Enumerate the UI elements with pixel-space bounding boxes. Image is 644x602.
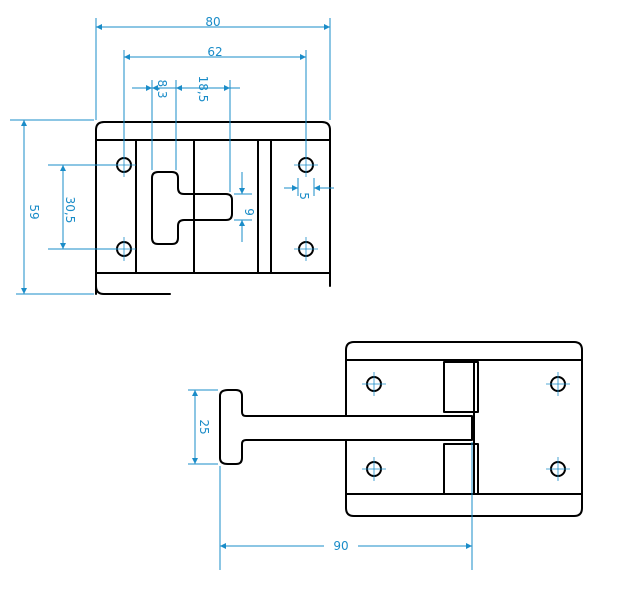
side-view: 25 90	[188, 341, 583, 570]
mounting-hole-icon	[546, 457, 570, 481]
dim-label-handle-height: 25	[197, 419, 211, 434]
dim-label-slot-width: 18,5	[196, 76, 210, 103]
mounting-hole-icon	[294, 237, 318, 261]
catch-outline	[345, 341, 583, 517]
mounting-hole-icon	[362, 457, 386, 481]
dim-label-overall-width: 80	[205, 15, 220, 29]
top-view: 80 62 8,3 18,5 59 30,5 9 5	[10, 15, 334, 295]
dim-label-catch-gap: 9	[242, 208, 256, 216]
mounting-hole-icon	[362, 372, 386, 396]
dim-label-hole-spacing-x: 62	[207, 45, 222, 59]
dim-label-hole-spacing-y: 30,5	[63, 197, 77, 224]
plate-bottom-edge	[95, 285, 171, 295]
hinge-block	[443, 443, 479, 495]
dim-label-slot-offset: 8,3	[155, 79, 169, 98]
dim-label-extension-length: 90	[333, 539, 348, 553]
t-hook-cutout	[151, 171, 233, 245]
mounting-hole-icon	[546, 372, 570, 396]
t-hook	[219, 389, 473, 465]
dim-label-overall-height: 59	[27, 204, 41, 219]
plate-outline	[95, 121, 331, 295]
hinge-block	[443, 361, 479, 413]
dim-label-edge-offset: 5	[297, 192, 311, 200]
